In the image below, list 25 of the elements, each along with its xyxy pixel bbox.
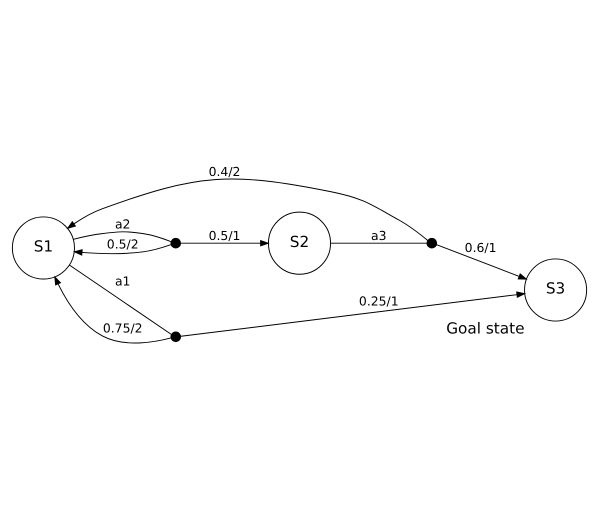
edge-label: 0.5/2 [106, 236, 139, 251]
edge-label: 0.5/1 [208, 227, 240, 242]
edge-label: 0.6/1 [464, 240, 496, 255]
edge-label: 0.75/2 [102, 320, 143, 335]
edge-label: a3 [371, 227, 387, 242]
node-circle: S3 [524, 258, 588, 322]
node-circle: S2 [268, 211, 332, 274]
connector [69, 264, 172, 335]
node-circle [170, 331, 182, 342]
node-circle: S1 [12, 216, 75, 279]
arrow [180, 290, 526, 336]
arrow [54, 275, 172, 343]
arrow [72, 244, 172, 256]
connector [330, 242, 428, 244]
connector [73, 230, 172, 242]
node-circle [170, 237, 182, 248]
edge-label: 0.25/1 [358, 293, 399, 308]
arrow [436, 244, 528, 280]
node-circle [426, 237, 438, 248]
node-label: Goal state [446, 318, 525, 337]
edge-label: a1 [114, 273, 130, 288]
arrow [66, 178, 428, 240]
edge-label: a2 [114, 216, 130, 231]
arrow [180, 239, 270, 246]
edge-label: 0.4/2 [208, 163, 240, 178]
